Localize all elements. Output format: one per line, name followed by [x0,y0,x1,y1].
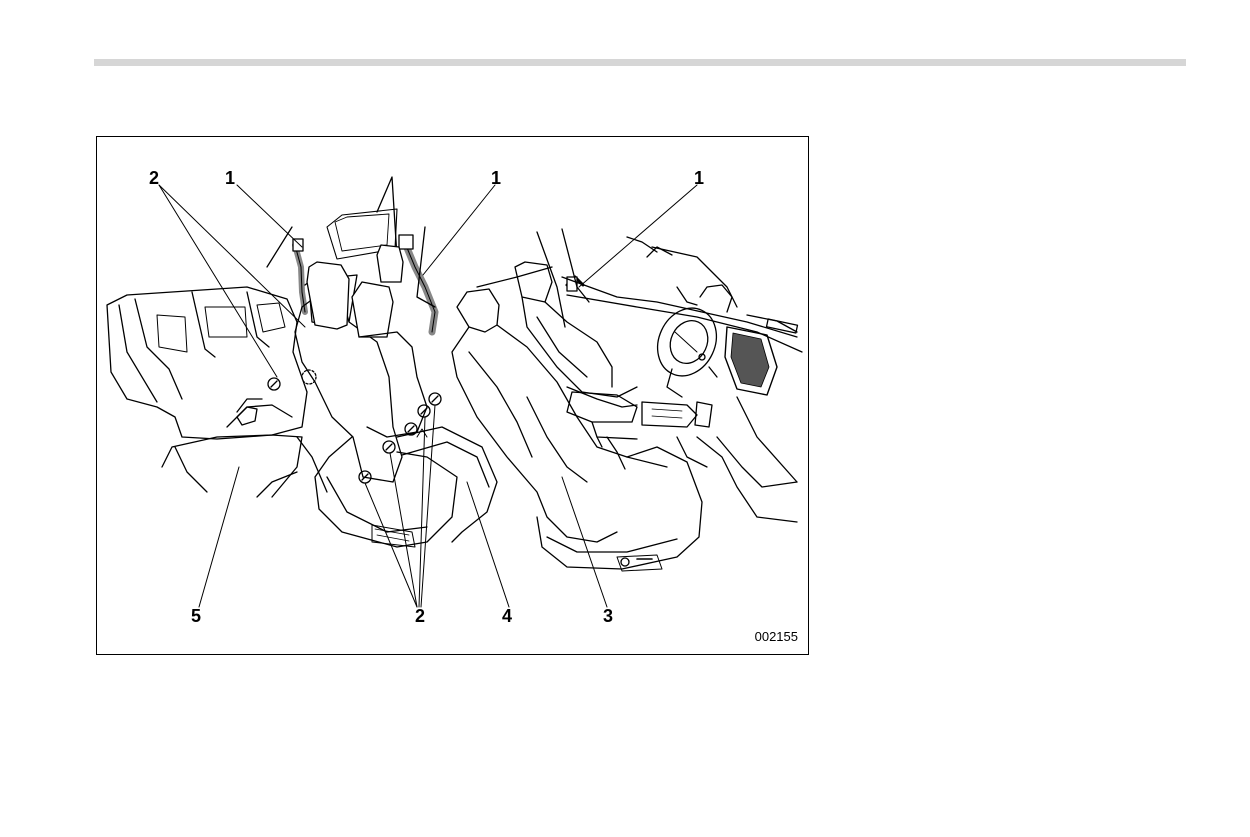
driver-seat [514,261,638,408]
front-passenger-seat [451,288,703,572]
callout-3: 3 [603,606,614,626]
callout-4: 4 [502,606,513,626]
seat-illustration-figure: 2 1 1 1 5 2 4 3 002155 [96,136,809,655]
rear-passenger-seat [294,261,458,548]
figure-id: 002155 [754,629,798,644]
buckle-markers [358,392,442,484]
callout-5: 5 [191,606,202,626]
callout-2-bottom: 2 [415,606,426,626]
callout-2-top: 2 [149,168,160,188]
center-seatbelt [401,239,439,336]
callout-1-right: 1 [694,168,705,188]
dashboard [561,236,803,523]
callout-1-left: 1 [225,168,236,188]
leader-lines [158,184,698,608]
callout-1-center: 1 [491,168,502,188]
header-rule [94,59,1186,66]
rear-bench-seat [106,286,308,498]
seat-illustration [106,176,803,608]
